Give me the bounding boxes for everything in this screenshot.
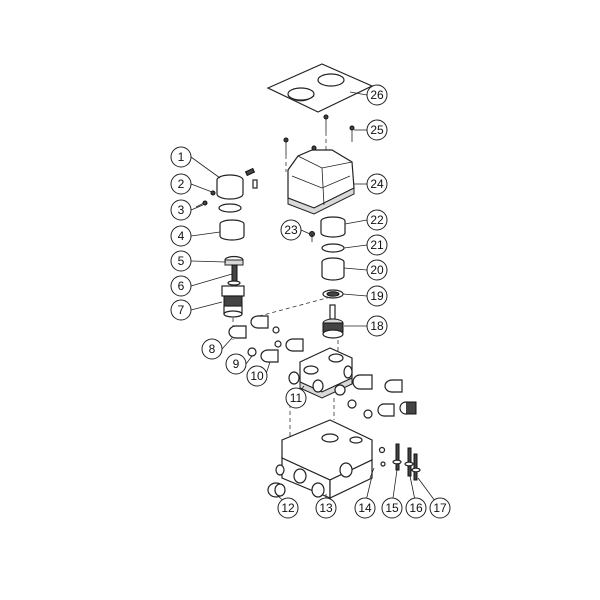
callout-2: 2: [170, 173, 192, 195]
callout-label: 26: [370, 88, 384, 102]
valve-body: [288, 347, 353, 399]
callout-label: 10: [250, 369, 264, 383]
callout-13: 13: [315, 497, 337, 519]
callout-19: 19: [366, 285, 388, 307]
washers-left: [247, 340, 282, 357]
sleeve-left: [219, 219, 245, 241]
callout-label: 7: [178, 303, 185, 317]
ring-left: [218, 203, 242, 213]
callout-label: 3: [178, 203, 185, 217]
callout-3: 3: [170, 199, 192, 221]
callout-12: 12: [277, 497, 299, 519]
set-screw: [195, 200, 208, 208]
thermostatic-cartridge: [221, 285, 245, 318]
sleeve-right: [321, 257, 345, 281]
callout-17: 17: [429, 497, 451, 519]
callout-label: 18: [370, 319, 384, 333]
callout-label: 4: [178, 229, 185, 243]
callout-25: 25: [366, 119, 388, 141]
housing-cover: [287, 149, 355, 215]
callout-label: 2: [178, 177, 185, 191]
bolt-a: [392, 443, 402, 471]
wall-anchor: [369, 446, 386, 479]
handle-cap: [216, 167, 258, 200]
callout-label: 5: [178, 254, 185, 268]
callout-21: 21: [366, 234, 388, 256]
callout-label: 13: [319, 501, 333, 515]
callout-24: 24: [366, 173, 388, 195]
callout-10: 10: [246, 365, 268, 387]
callout-7: 7: [170, 299, 192, 321]
callout-20: 20: [366, 259, 388, 281]
callout-label: 8: [209, 342, 216, 356]
bolt-b: [404, 447, 414, 477]
fitting-right-lower: [347, 399, 417, 419]
leader-lines: [190, 91, 439, 506]
callout-label: 14: [358, 501, 372, 515]
diverter-cartridge: [322, 304, 344, 339]
callout-label: 19: [370, 289, 384, 303]
callout-23: 23: [280, 219, 302, 241]
mounting-box: [275, 419, 373, 499]
callout-1: 1: [170, 146, 192, 168]
bolt-c: [411, 453, 421, 481]
bearing-ring: [322, 289, 344, 299]
callout-label: 9: [233, 357, 240, 371]
spindle: [227, 264, 241, 286]
fitting-right-upper: [334, 374, 403, 396]
fitting-left-lower: [260, 338, 304, 363]
callout-label: 15: [385, 501, 399, 515]
cap-right: [320, 216, 346, 238]
callout-5: 5: [170, 250, 192, 272]
callout-label: 21: [370, 238, 384, 252]
callout-18: 18: [366, 315, 388, 337]
callout-label: 22: [370, 213, 384, 227]
cover-plate: [266, 63, 374, 113]
callout-8: 8: [201, 338, 223, 360]
callout-11: 11: [285, 387, 307, 409]
callout-label: 25: [370, 123, 384, 137]
callout-22: 22: [366, 209, 388, 231]
callout-label: 20: [370, 263, 384, 277]
cover-screws: [283, 114, 355, 162]
callout-label: 24: [370, 177, 384, 191]
callout-label: 23: [284, 223, 298, 237]
callout-14: 14: [354, 497, 376, 519]
callout-label: 11: [290, 391, 303, 405]
callout-label: 6: [178, 279, 185, 293]
callout-15: 15: [381, 497, 403, 519]
callout-label: 16: [409, 501, 423, 515]
callout-label: 12: [281, 501, 295, 515]
fitting-left-upper: [228, 315, 280, 339]
callout-9: 9: [225, 353, 247, 375]
plug-cap: [267, 482, 286, 498]
callout-26: 26: [366, 84, 388, 106]
callout-4: 4: [170, 225, 192, 247]
small-screw: [309, 231, 315, 242]
callout-label: 17: [433, 501, 447, 515]
callout-label: 1: [178, 150, 185, 164]
ring-right: [321, 243, 345, 253]
callout-16: 16: [405, 497, 427, 519]
nut-left: [224, 255, 244, 266]
callout-6: 6: [170, 275, 192, 297]
